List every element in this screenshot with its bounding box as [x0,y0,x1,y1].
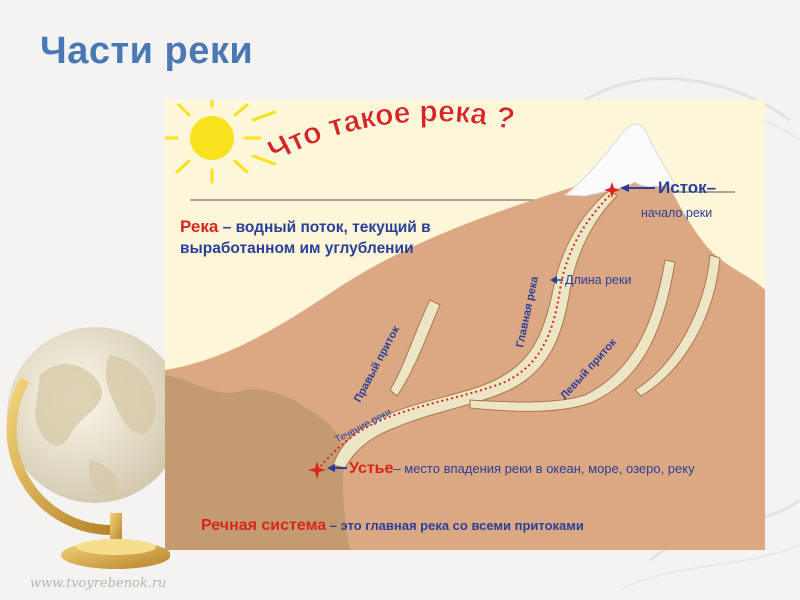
mouth-arrow-icon [327,464,347,472]
length-arrow-icon [550,276,563,284]
river-definition-rest: – водный поток, текущий в [218,219,430,236]
river-term: Река [180,217,219,236]
main-river [332,189,618,469]
river-definition-line2: выработанном им углублении [180,240,414,257]
sun-icon [165,100,277,184]
river-system-description: – это главная река со всеми притоками [326,518,584,533]
source-description: начало реки [641,206,712,220]
flow-path [316,191,614,471]
source-star-icon [604,182,620,198]
river-diagram: Что такое река ? Река – водный поток, те… [165,100,765,550]
slide-title: Части реки [40,30,254,72]
watermark: www.tvoyrebenok.ru [30,576,167,591]
globe-icon [6,327,170,569]
right-tributary [389,299,441,397]
river-system-term: Речная система [201,517,326,534]
mouth-term: Устье [349,460,394,477]
mouth-description: – место впадения реки в океан, море, озе… [393,461,695,476]
mountain-right-tributary [634,254,721,397]
source-term: Исток– [658,178,716,197]
left-bank [165,375,350,550]
length-label: Длина реки [565,273,631,287]
mouth-star-icon [308,461,326,479]
source-arrow-icon [620,184,655,192]
mouth-definition: Устье– место впадения реки в океан, море… [349,460,695,477]
left-tributary [469,259,676,412]
river-system-definition: Речная система – это главная река со все… [201,517,584,534]
river-definition: Река – водный поток, текущий в [180,217,431,236]
